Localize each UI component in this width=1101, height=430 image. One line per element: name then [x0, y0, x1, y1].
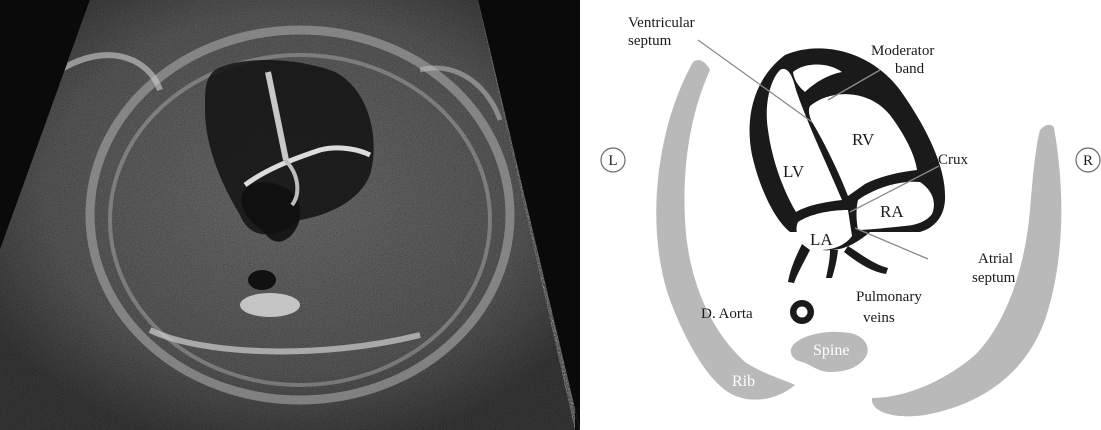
leader-atrial-septum	[855, 228, 928, 259]
label-ventricular-septum-line1: Ventricular	[628, 15, 695, 31]
descending-aorta-lumen	[797, 307, 808, 318]
label-d-aorta: D. Aorta	[701, 306, 753, 322]
schematic-diagram: L R Ventricular septum Moderator band RV…	[580, 0, 1101, 430]
ultrasound-image	[0, 0, 580, 430]
right-marker-text: R	[1083, 153, 1093, 169]
label-rv: RV	[852, 130, 875, 149]
pulmonary-vein-right-strand	[844, 246, 888, 274]
label-atrial-septum-line1: Atrial	[978, 251, 1013, 267]
label-moderator-band-line2: band	[895, 61, 925, 77]
label-atrial-septum-line2: septum	[972, 270, 1016, 286]
label-ventricular-septum-line2: septum	[628, 33, 672, 49]
label-spine: Spine	[813, 342, 849, 359]
label-lv: LV	[783, 162, 805, 181]
pulmonary-vein-mid-strand	[826, 250, 838, 278]
label-pulmonary-veins-line2: veins	[863, 310, 895, 326]
label-la: LA	[810, 230, 833, 249]
label-ra: RA	[880, 202, 904, 221]
label-moderator-band-line1: Moderator	[871, 43, 934, 59]
label-pulmonary-veins-line1: Pulmonary	[856, 289, 922, 305]
label-crux: Crux	[938, 152, 969, 168]
left-marker-text: L	[608, 153, 617, 169]
label-rib: Rib	[732, 373, 755, 390]
pulmonary-vein-left-strand	[788, 244, 810, 283]
